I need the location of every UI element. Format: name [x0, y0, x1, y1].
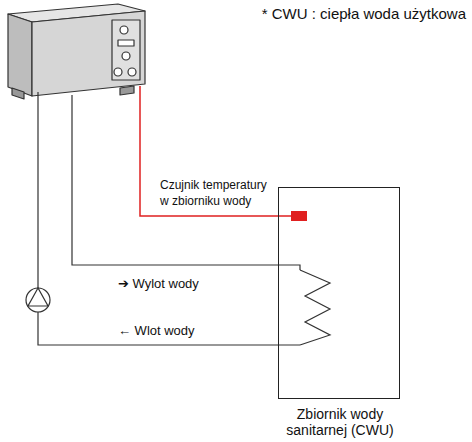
inlet-label: ← Wlot wody: [118, 323, 195, 340]
sensor-wire: [140, 86, 307, 221]
pump-symbol: [26, 288, 50, 312]
outlet-label: ➔ Wylot wody: [118, 276, 199, 293]
water-pipes: [38, 92, 330, 345]
temperature-sensor: [291, 211, 307, 221]
sensor-label: Czujnik temperatury w zbiorniku wody: [160, 178, 272, 209]
tank-outline: [278, 187, 400, 399]
heat-pump-unit: [8, 4, 145, 99]
tank-title: Zbiornik wody sanitarnej (CWU): [265, 406, 415, 438]
footnote: * CWU : ciepła woda użytkowa: [262, 4, 466, 24]
water-tank: Zbiornik wody sanitarnej (CWU): [265, 187, 415, 440]
